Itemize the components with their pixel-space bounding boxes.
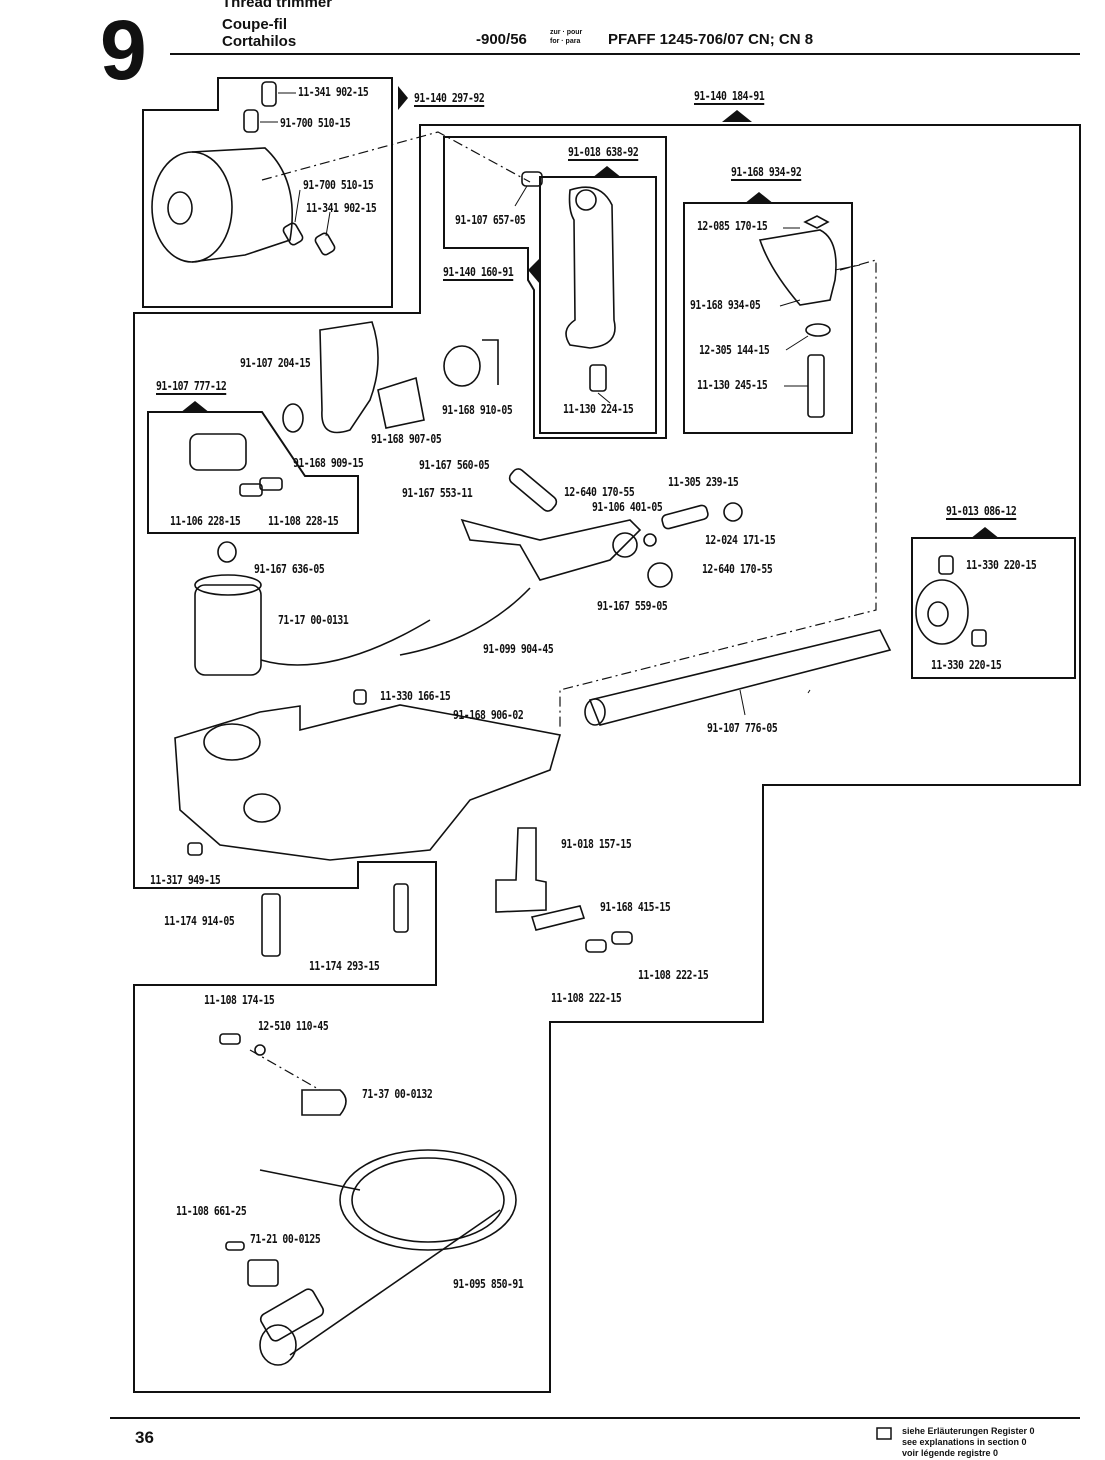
- assembly-label: 91-140 184-91: [694, 88, 765, 103]
- marker-a1: [398, 86, 408, 110]
- part-label: 11-317 949-15: [150, 872, 221, 887]
- marker-a2: [722, 110, 752, 122]
- part-label: 71-37 00-0132: [362, 1086, 433, 1101]
- variant-code: -900/56: [476, 31, 527, 48]
- part-label: 91-168 415-15: [600, 899, 671, 914]
- part-label: 12-640 170-55: [564, 484, 635, 499]
- part-label: 11-174 293-15: [309, 958, 380, 973]
- part-label: 11-341 902-15: [306, 200, 377, 215]
- section-number: 9: [100, 3, 147, 97]
- part-label: 91-700 510-15: [280, 115, 351, 130]
- assembly-label: 91-168 934-92: [731, 164, 802, 179]
- part-label: 91-107 657-05: [455, 212, 526, 227]
- part-label: 91-167 560-05: [419, 457, 490, 472]
- part-label: 12-640 170-55: [702, 561, 773, 576]
- part-label: 91-167 636-05: [254, 561, 325, 576]
- part-label: 11-305 239-15: [668, 474, 739, 489]
- frame-hook-assembly: [142, 77, 393, 308]
- part-label: 91-168 906-02: [453, 707, 524, 722]
- part-label: 91-168 934-05: [690, 297, 761, 312]
- legend-note-fr: voir légende registre 0: [902, 1448, 999, 1458]
- part-label: 11-108 222-15: [551, 990, 622, 1005]
- legend-note-en: see explanations in section 0: [902, 1437, 1027, 1447]
- part-label: 91-107 204-15: [240, 355, 311, 370]
- part-label: 91-099 904-45: [483, 641, 554, 656]
- marker-a6: [180, 401, 210, 413]
- assembly-label: 91-140 297-92: [414, 90, 485, 105]
- assembly-label: 91-140 160-91: [443, 264, 514, 279]
- part-label: 91-167 559-05: [597, 598, 668, 613]
- part-label: 11-130 224-15: [563, 401, 634, 416]
- marker-a7: [970, 527, 1000, 539]
- part-label: 91-700 510-15: [303, 177, 374, 192]
- assembly-label: 91-018 638-92: [568, 144, 639, 159]
- assembly-label: 91-013 086-12: [946, 503, 1017, 518]
- header-rule: [170, 53, 1080, 55]
- assembly-label: 91-107 777-12: [156, 378, 227, 393]
- part-label: 71-17 00-0131: [278, 612, 349, 627]
- legend-box-icon: [876, 1427, 892, 1440]
- part-label: 12-085 170-15: [697, 218, 768, 233]
- part-label: 91-107 776-05: [707, 720, 778, 735]
- part-label: 91-168 909-15: [293, 455, 364, 470]
- model-name: PFAFF 1245-706/07 CN; CN 8: [608, 31, 814, 48]
- part-label: 11-130 245-15: [697, 377, 768, 392]
- frame-main: [133, 124, 1081, 1393]
- for-label-top: zur · pour: [550, 29, 583, 36]
- frame-knife-lever: [443, 136, 667, 439]
- legend-note-de: siehe Erläuterungen Register 0: [902, 1426, 1035, 1436]
- part-label: 11-330 220-15: [966, 557, 1037, 572]
- frame-clamp: [683, 202, 853, 434]
- marker-a3: [592, 166, 622, 178]
- part-label: 91-167 553-11: [402, 485, 473, 500]
- part-label: 11-106 228-15: [170, 513, 241, 528]
- title-de: Thread trimmer: [222, 0, 333, 11]
- part-label: 91-018 157-15: [561, 836, 632, 851]
- part-label: 11-108 222-15: [638, 967, 709, 982]
- part-label: 11-108 174-15: [204, 992, 275, 1007]
- part-label: 12-510 110-45: [258, 1018, 329, 1033]
- part-label: 11-174 914-05: [164, 913, 235, 928]
- part-label: 11-108 228-15: [268, 513, 339, 528]
- part-label: 91-168 907-05: [371, 431, 442, 446]
- part-label: 12-305 144-15: [699, 342, 770, 357]
- footer-rule: [110, 1417, 1080, 1419]
- part-label: 91-095 850-91: [453, 1276, 524, 1291]
- part-label: 91-106 401-05: [592, 499, 663, 514]
- part-label: 71-21 00-0125: [250, 1231, 321, 1246]
- title-es: Cortahilos: [222, 33, 297, 50]
- part-label: 11-341 902-15: [298, 84, 369, 99]
- marker-a4: [744, 192, 774, 204]
- frame-lever-inner: [539, 176, 657, 434]
- part-label: 11-108 661-25: [176, 1203, 247, 1218]
- part-label: 11-330 166-15: [380, 688, 451, 703]
- for-label-bottom: for · para: [550, 38, 581, 45]
- title-fr: Coupe-fil: [222, 16, 287, 33]
- marker-a5: [528, 258, 540, 284]
- part-label: 91-168 910-05: [442, 402, 513, 417]
- part-label: 11-330 220-15: [931, 657, 1002, 672]
- part-label: 12-024 171-15: [705, 532, 776, 547]
- page-number: 36: [135, 1428, 154, 1447]
- frame-block: [147, 411, 359, 534]
